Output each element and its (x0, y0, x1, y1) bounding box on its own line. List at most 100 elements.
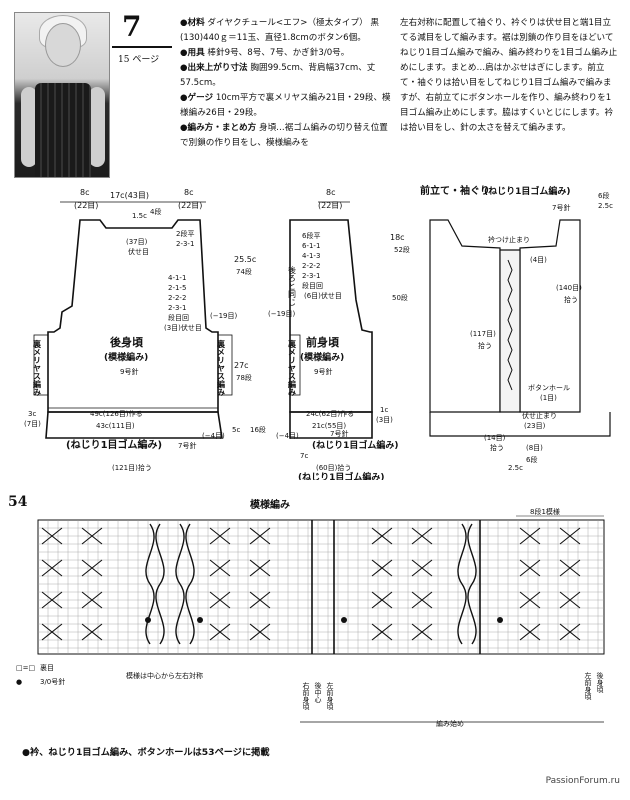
edging-st140: (140目) (556, 284, 582, 292)
back-neck-drop-rows: 4段 (150, 207, 161, 216)
back-side-3c: 3c (28, 410, 36, 418)
edging-st23: (23目) (524, 422, 546, 430)
front-diagram: 8c (22目) 6段平 6-1-1 4-1-3 2-2-2 2-3-1 段目回… (268, 188, 410, 480)
back-width-pattern: 49c(126目)作る (90, 409, 143, 418)
pattern-number-rule (112, 46, 172, 48)
chart-side-label2: 左前身頃 (584, 671, 592, 701)
front-neck-dec-1: 6段平 (302, 231, 320, 240)
front-needle: 9号針 (314, 367, 332, 376)
model-photo (14, 12, 110, 178)
chart-markers (311, 520, 481, 654)
front-neck-h: 18c (390, 233, 405, 242)
back-armhole-dec-3: 2-2-2 (168, 294, 186, 302)
back-bind-label: 伏せ目 (128, 247, 149, 256)
back-body-h: 27c (234, 361, 249, 370)
chart-bobbles (145, 617, 503, 623)
spec-size: ●出来上がり寸法 胸囲99.5cm、背肩幅37cm、丈57.5cm。 (180, 63, 376, 88)
back-armhole-dec-1: 4-1-1 (168, 274, 186, 282)
footnote: ●衿、ねじり1目ゴム編み、ボタンホールは53ページに掲載 (22, 747, 270, 758)
front-neck-dec-2: 6-1-1 (302, 242, 320, 250)
back-side-7st: (7目) (24, 420, 41, 428)
photo-arm-right (89, 87, 105, 167)
chart-repeat: 8段1模様 (530, 507, 560, 516)
edging-st140-label: 拾う (564, 295, 578, 304)
back-top-w-right: 8c (184, 188, 194, 197)
front-neck-dec-5: 2-3-1 (302, 272, 320, 280)
photo-face (45, 23, 81, 67)
spec-gauge: ●ゲージ 10cm平方で裏メリヤス編み21目・29段、模様編み26目・29段。 (180, 93, 391, 118)
chart-side-label: 後身頃 (596, 671, 604, 694)
photo-vest (35, 83, 91, 177)
back-shoulder-rows: 2段平 (176, 229, 194, 238)
front-cast-on: (60目)拾う (316, 463, 351, 472)
edging-diagram: 前立て・袖ぐり (ねじり1目ゴム編み) 7号針 衿つけ止まり (4目) (140… (420, 184, 613, 472)
front-neck-dec-3: 4-1-3 (302, 252, 320, 260)
edging-title: 前立て・袖ぐり (420, 184, 490, 197)
edging-w-2-5: 2.5c (508, 464, 523, 472)
front-note: 後ろと同じ (288, 265, 297, 306)
edging-rows-6: 6段 (526, 455, 537, 464)
back-width-rib: 43c(111目) (96, 422, 135, 430)
back-armhole-bind: (3目)伏せ目 (164, 323, 202, 332)
spec-method: ●編み方・まとめ方 身頃…裾ゴム編みの切り替え位置で別鎖の作り目をし、模様編みを (180, 123, 388, 148)
edging-buttonhole-st: (1目) (540, 394, 557, 402)
edging-side-6: 6段 (598, 191, 609, 200)
specs-block: ●材料 ダイヤクチュール<エフ>（極太タイプ） 黒(130)440ｇ＝11玉、直… (180, 16, 396, 151)
edging-side-2-5: 2.5c (598, 202, 613, 210)
edging-st117-label: 拾う (478, 341, 492, 350)
front-width-rib: 21c(55目) (312, 422, 346, 430)
back-subtitle: (模様編み) (104, 351, 148, 363)
edging-bind-top: 伏せ止まり (522, 411, 557, 420)
edging-collar-stop: 衿つけ止まり (488, 235, 530, 244)
chart-label-center: 後中心 (314, 681, 322, 703)
back-top-w-left: 8c (80, 188, 90, 197)
spec-tools: ●用具 棒針9号、8号、7号、かぎ針3/0号。 (180, 48, 350, 58)
back-neck-drop: 1.5c (132, 212, 147, 220)
page-number: 54 (8, 494, 28, 510)
stitch-chart: 模様編み 8段1模様 (16, 498, 605, 728)
front-top-w: 8c (326, 188, 336, 197)
front-side-band: 裏メリヤス編み (287, 339, 297, 397)
chart-grid-lines (38, 520, 604, 654)
edging-needle: 7号針 (552, 203, 570, 212)
front-subtitle: (模様編み) (300, 351, 344, 363)
chart-legend-text-1: 裏目 (40, 663, 54, 672)
back-bind-center: (37目) (126, 238, 148, 246)
back-armhole-dec-2: 2-1-5 (168, 284, 186, 292)
back-armhole-h: 25.5c (234, 255, 256, 264)
front-neck-rows: 52段 (394, 245, 410, 254)
edging-st14-label: 拾う (490, 443, 504, 452)
edging-st14: (14目) (484, 434, 506, 442)
edging-st8: (8目) (526, 444, 543, 452)
front-rib-dec: (−4目) (276, 432, 299, 440)
front-rib-bottom: (ねじり1目ゴム編み) (298, 471, 385, 480)
back-rib: (ねじり1目ゴム編み) (66, 438, 162, 451)
back-top-center: 17c(43目) (110, 191, 149, 200)
chart-direction: 編み始め (436, 719, 464, 728)
front-rib-needle: 7号針 (330, 429, 348, 438)
back-top-w-right-st: (22目) (178, 201, 202, 210)
back-shoulder-dec: 2-3-1 (176, 240, 194, 248)
photo-arm-left (21, 87, 37, 167)
back-rib-needle: 7号針 (178, 441, 196, 450)
back-diagram: 8c (22目) 17c(43目) 8c (22目) 1.5c 4段 2段平 2… (24, 188, 266, 472)
front-neck-bind-label: 段目回 (302, 281, 323, 290)
front-neck-bind: (6目)伏せ目 (304, 291, 342, 300)
back-rib-dec: (−4目) (202, 432, 225, 440)
chart-legend-text-2: 3/0号針 (40, 677, 65, 686)
chart-cables (145, 523, 477, 645)
back-armhole-rows: 74段 (236, 267, 252, 276)
front-right-bottom: 7c (300, 452, 308, 460)
front-rib: (ねじり1目ゴム編み) (312, 439, 399, 451)
back-armhole-bind-label: 段目回 (168, 313, 189, 322)
front-side-st3: (3目) (376, 416, 393, 424)
chart-label-left-front: 左前身頃 (326, 681, 334, 711)
edging-st117: (117目) (470, 330, 496, 338)
pattern-page-ref: 15 ページ (118, 55, 160, 65)
back-rib-h: 5c (232, 426, 240, 434)
front-side-c: 1c (380, 406, 388, 414)
chart-legend-symbol-1: □=□ (16, 664, 35, 672)
pattern-number: 7 (122, 10, 142, 43)
watermark: PassionForum.ru (545, 776, 620, 786)
spec-materials: ●材料 ダイヤクチュール<エフ>（極太タイプ） 黒(130)440ｇ＝11玉、直… (180, 18, 379, 43)
